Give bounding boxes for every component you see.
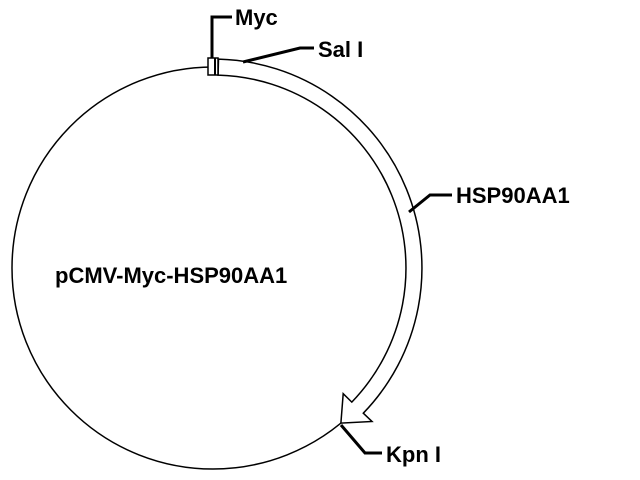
hsp-leader-line	[408, 193, 452, 214]
sal-leader-line	[242, 46, 314, 64]
hsp90aa1-label: HSP90AA1	[456, 183, 570, 208]
myc-leader-line	[210, 15, 232, 58]
kpn-label: Kpn I	[386, 442, 441, 467]
kpn-leader-line	[339, 424, 382, 455]
plasmid-name: pCMV-Myc-HSP90AA1	[55, 263, 287, 288]
sal-label: Sal I	[318, 37, 363, 62]
insert-arrow-hsp90aa1	[217, 58, 423, 424]
myc-tag-box	[207, 57, 219, 76]
myc-label: Myc	[235, 5, 278, 30]
